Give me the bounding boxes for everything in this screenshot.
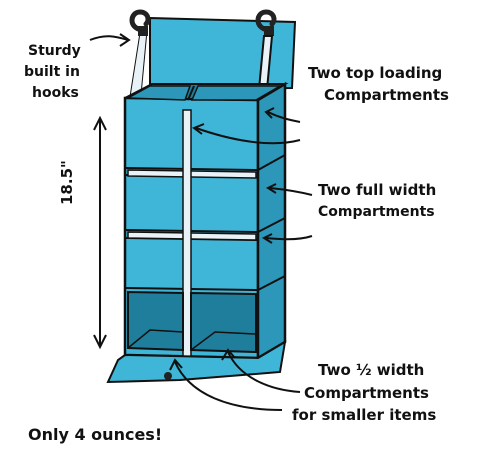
bottom-compartments [127, 290, 257, 354]
full-arrow-bottom-icon [261, 233, 313, 244]
height-label: 18.5" [58, 160, 76, 205]
bottom-button [164, 372, 172, 380]
zipper-strips [127, 169, 257, 241]
half-arrow-left-icon [169, 358, 283, 411]
full-arrow-top-icon [265, 183, 313, 196]
half-arrow-right-icon [221, 348, 301, 393]
hook-left-icon [129, 9, 151, 101]
half-label-line1: Two ½ width [318, 361, 424, 379]
hooks-label-line1: Sturdy [28, 43, 81, 59]
hooks-label-line2: built in [24, 64, 80, 80]
center-strap [182, 109, 192, 361]
half-label-line3: for smaller items [292, 406, 436, 424]
hooks-label-line3: hooks [32, 85, 79, 101]
back-panel-top [149, 16, 297, 92]
top-arrow-right-icon [264, 107, 301, 123]
weight-label: Only 4 ounces! [28, 425, 162, 444]
top-label-line2: Compartments [324, 86, 449, 104]
height-dimension [93, 115, 107, 350]
top-compartments [124, 83, 289, 102]
full-label-line2: Compartments [318, 204, 435, 220]
half-label-line2: Compartments [304, 384, 429, 402]
top-label-line1: Two top loading [308, 64, 442, 82]
full-label-line1: Two full width [318, 181, 436, 199]
bottom-flap [106, 340, 287, 384]
hooks-arrow-icon [89, 33, 131, 47]
top-arrow-left-icon [191, 123, 301, 145]
